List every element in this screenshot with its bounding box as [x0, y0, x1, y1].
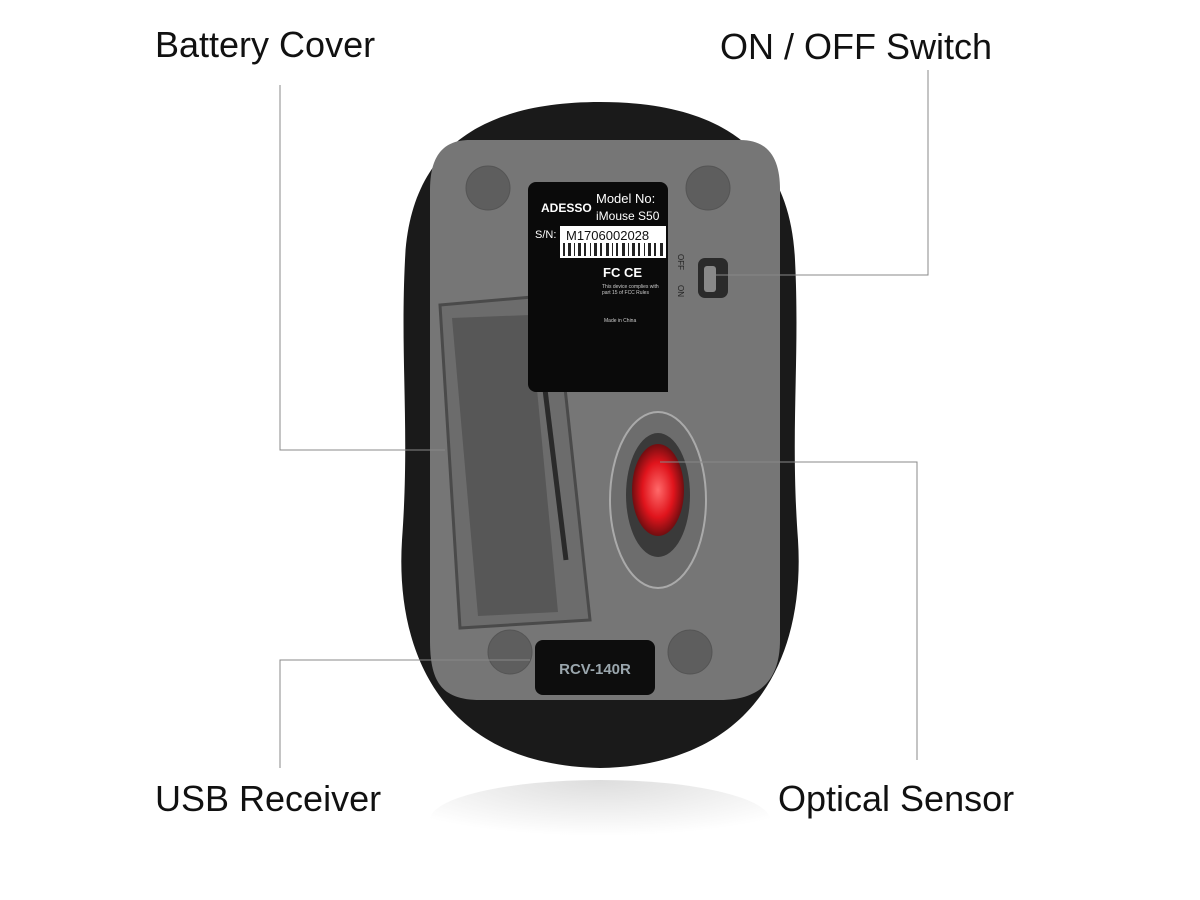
callout-optical-sensor: Optical Sensor [778, 778, 1015, 819]
sn-label: S/N: [535, 229, 556, 241]
brand-logo: ADESSO [541, 201, 592, 215]
receiver-leader-line [279, 659, 530, 768]
model-label: Model No: [596, 191, 655, 206]
callout-usb-receiver: USB Receiver [155, 778, 382, 819]
receiver-model-label: RCV-140R [559, 661, 631, 678]
usb-receiver[interactable] [535, 640, 655, 695]
reflection-shadow [430, 780, 770, 860]
sensor-leader-line [660, 461, 918, 760]
foot-pad [465, 165, 511, 211]
certification-marks: FC CE [603, 265, 642, 280]
switch-off-label: OFF [676, 254, 685, 270]
callout-on-off-switch: ON / OFF Switch [720, 26, 993, 67]
foot-pad [685, 165, 731, 211]
model-value: iMouse S50 [596, 209, 660, 223]
switch-leader-line [715, 70, 929, 276]
foot-pad [667, 629, 713, 675]
battery-cover-leader-line [279, 85, 445, 451]
origin-text: Made in China [604, 318, 636, 324]
compliance-text: This device complies with part 15 of FCC… [602, 284, 659, 296]
serial-number: M1706002028 [566, 228, 649, 243]
foot-pad [487, 629, 533, 675]
switch-on-label: ON [676, 285, 685, 297]
optical-sensor-light [632, 444, 684, 536]
callout-battery-cover: Battery Cover [155, 24, 376, 65]
